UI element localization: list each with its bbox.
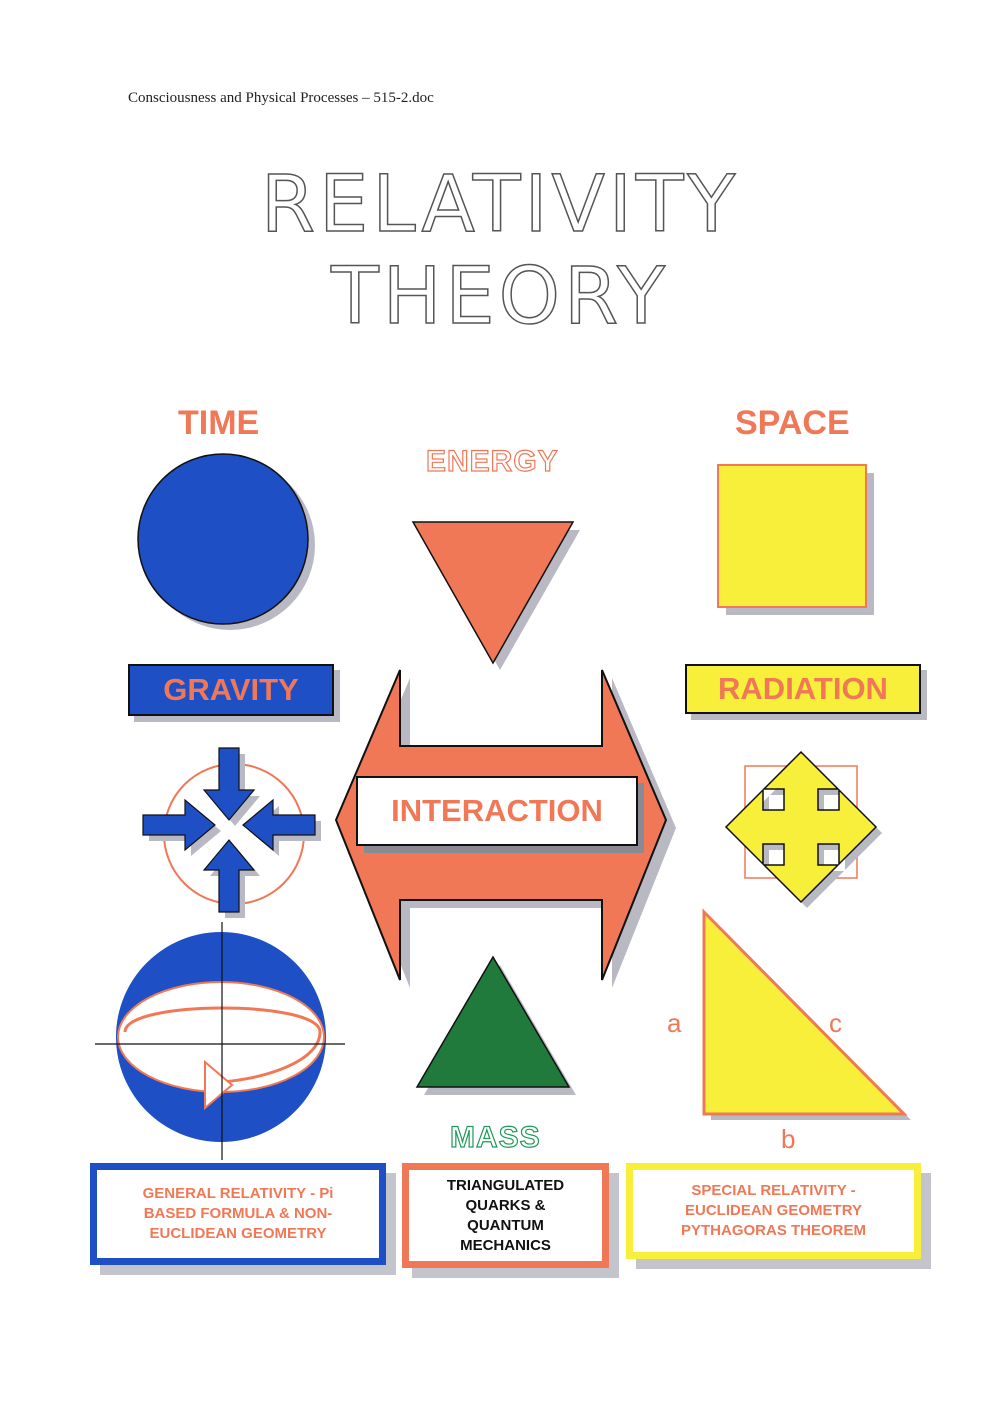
space-square: [717, 464, 867, 608]
space-heading: SPACE: [735, 404, 850, 442]
side-label-a: a: [667, 1008, 682, 1038]
general-relativity-box: GENERAL RELATIVITY - Pi BASED FORMULA & …: [90, 1163, 386, 1265]
mass-heading: MASS: [449, 1120, 541, 1154]
quarks-box: TRIANGULATED QUARKS & QUANTUM MECHANICS: [402, 1163, 609, 1268]
document-header: Consciousness and Physical Processes – 5…: [128, 90, 434, 106]
mass-triangle: [415, 955, 571, 1088]
side-label-c: c: [829, 1008, 842, 1038]
radiation-four-way-arrow-icon: [724, 750, 878, 904]
energy-heading: ENERGY: [425, 444, 559, 478]
orbit-arrow-path: [123, 1006, 322, 1084]
pythagoras-right-triangle: [702, 908, 908, 1116]
interaction-label: INTERACTION: [391, 793, 603, 828]
radiation-label: RADIATION: [685, 664, 921, 714]
title-line-1: RELATIVITY: [260, 159, 740, 251]
quarks-text: TRIANGULATED QUARKS & QUANTUM MECHANICS: [446, 1176, 565, 1254]
special-relativity-box: SPECIAL RELATIVITY - EUCLIDEAN GEOMETRY …: [626, 1163, 921, 1259]
title-line-2: THEORY: [330, 251, 669, 343]
gravity-converging-arrows-icon: [142, 747, 316, 913]
side-label-b: b: [781, 1124, 796, 1154]
time-heading: TIME: [178, 404, 260, 442]
interaction-box: [356, 776, 638, 846]
gravity-label: GRAVITY: [128, 664, 334, 716]
general-relativity-text: GENERAL RELATIVITY - Pi BASED FORMULA & …: [142, 1185, 334, 1242]
orbit-arrow-head-icon: [204, 1059, 234, 1111]
special-relativity-text: SPECIAL RELATIVITY - EUCLIDEAN GEOMETRY …: [680, 1182, 866, 1239]
time-circle: [137, 453, 309, 625]
energy-triangle: [411, 521, 575, 665]
